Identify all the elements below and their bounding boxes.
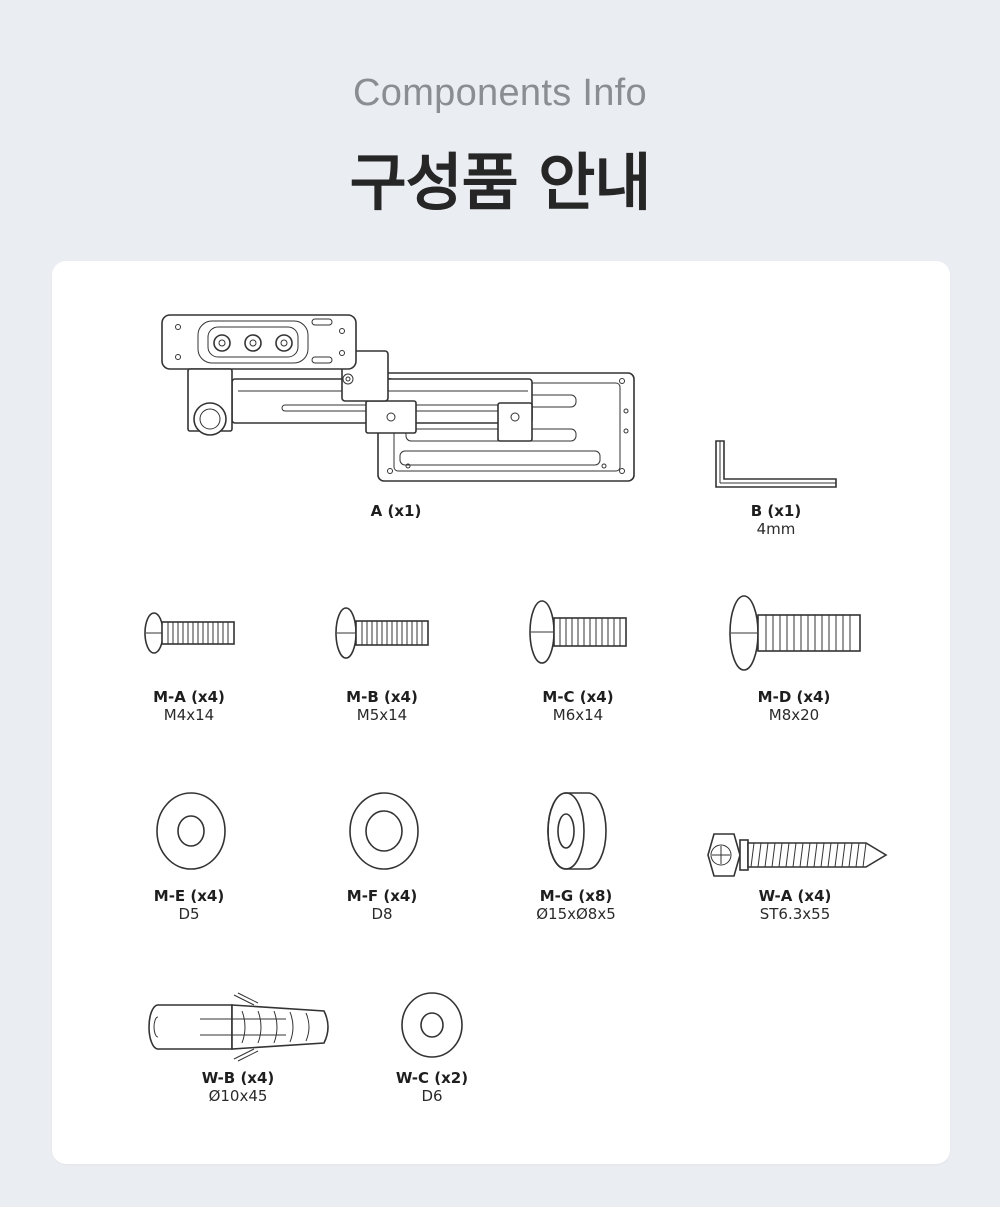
page-subtitle: Components Info: [353, 72, 647, 114]
component-spec: ST6.3x55: [759, 905, 831, 923]
component-a-label: A (x1): [296, 502, 496, 520]
component-w-c: [398, 989, 466, 1061]
component-spec: M4x14: [163, 706, 215, 724]
component-m-b-label: M-B (x4) M5x14: [282, 688, 482, 724]
component-code: M-G (x8): [539, 887, 613, 905]
component-code: W-B (x4): [201, 1069, 275, 1087]
component-spec: 4mm: [756, 520, 796, 538]
machine-screw-icon: [335, 607, 429, 659]
component-code: M-E (x4): [153, 887, 225, 905]
wall-anchor-icon: [148, 992, 329, 1062]
component-m-f: [346, 789, 422, 873]
component-m-c: [526, 599, 630, 665]
component-spec: D6: [421, 1087, 443, 1105]
component-spec: M5x14: [356, 706, 408, 724]
component-w-b: [146, 991, 334, 1063]
component-m-d: [726, 593, 864, 673]
component-m-d-label: M-D (x4) M8x20: [694, 688, 894, 724]
component-code: M-A (x4): [153, 688, 225, 706]
component-a: [158, 311, 638, 486]
machine-screw-icon: [729, 595, 861, 671]
component-b: [712, 437, 842, 489]
component-code: M-C (x4): [542, 688, 614, 706]
component-code: W-C (x2): [395, 1069, 469, 1087]
hex-key-icon: [715, 440, 837, 488]
component-b-label: B (x1) 4mm: [676, 502, 876, 538]
machine-screw-icon: [144, 612, 235, 654]
component-m-b: [332, 606, 432, 660]
component-m-c-label: M-C (x4) M6x14: [478, 688, 678, 724]
component-code: M-F (x4): [346, 887, 418, 905]
components-card: A (x1) B (x1) 4mm: [52, 261, 950, 1164]
lag-screw-icon: [707, 833, 888, 877]
component-w-c-label: W-C (x2) D6: [332, 1069, 532, 1105]
washer-icon: [401, 992, 463, 1058]
component-spec: D8: [371, 905, 393, 923]
component-m-a: [140, 611, 240, 655]
component-m-a-label: M-A (x4) M4x14: [89, 688, 289, 724]
component-code: M-B (x4): [346, 688, 418, 706]
component-spec: Ø15xØ8x5: [536, 905, 616, 923]
component-spec: M8x20: [768, 706, 820, 724]
page-title: 구성품 안내: [349, 146, 652, 219]
washer-icon: [349, 792, 419, 870]
component-m-g-label: M-G (x8) Ø15xØ8x5: [476, 887, 676, 923]
component-spec: M6x14: [552, 706, 604, 724]
component-spec: Ø10x45: [208, 1087, 268, 1105]
component-m-g: [544, 789, 610, 873]
component-code: M-D (x4): [757, 688, 831, 706]
component-w-a: [704, 828, 890, 882]
wall-mount-bracket-icon: [161, 314, 635, 482]
component-spec: D5: [178, 905, 200, 923]
component-w-a-label: W-A (x4) ST6.3x55: [695, 887, 895, 923]
component-w-b-label: W-B (x4) Ø10x45: [138, 1069, 338, 1105]
spacer-icon: [547, 792, 607, 870]
machine-screw-icon: [529, 600, 627, 664]
component-code: B (x1): [750, 502, 802, 520]
component-m-e-label: M-E (x4) D5: [89, 887, 289, 923]
component-m-f-label: M-F (x4) D8: [282, 887, 482, 923]
component-code: A (x1): [370, 502, 422, 520]
component-m-e: [153, 789, 229, 873]
component-code: W-A (x4): [758, 887, 832, 905]
washer-icon: [156, 792, 226, 870]
